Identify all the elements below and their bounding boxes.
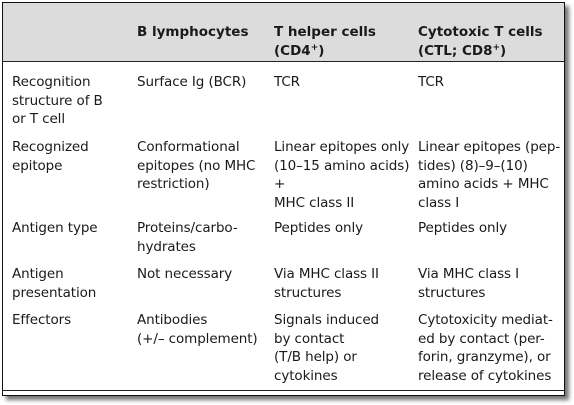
cell-th-antigen-presentation: Via MHC class II structures — [274, 266, 379, 301]
cell-b-antigen-presentation: Not necessary — [137, 266, 233, 282]
cell-ctl-antigen-type: Peptides only — [418, 220, 508, 236]
row-label-antigen-type: Antigen type — [12, 220, 98, 236]
row-label-recognition-structure: Recognition structure of B or T cell — [12, 74, 103, 127]
table-header — [3, 3, 564, 61]
header-t-helper-cells: T helper cells(CD4+) — [274, 24, 376, 59]
cell-b-recognized-epitope: Conformational epitopes (no MHC restrict… — [137, 139, 256, 192]
table-bottom-rule — [3, 390, 564, 391]
cell-th-recognition-structure: TCR — [274, 74, 300, 90]
header-b-lymphocytes: B lymphocytes — [137, 24, 249, 40]
cell-th-recognized-epitope: Linear epitopes only (10–15 amino acids)… — [274, 139, 410, 211]
cell-ctl-recognized-epitope: Linear epitopes (pep- tides) (8)–9–(10) … — [418, 139, 561, 211]
cell-b-antigen-type: Proteins/carbo- hydrates — [137, 220, 238, 255]
header-cytotoxic-t-cells: Cytotoxic T cells(CTL; CD8+) — [418, 24, 543, 59]
cell-th-antigen-type: Peptides only — [274, 220, 364, 236]
row-label-recognized-epitope: Recognized epitope — [12, 139, 89, 174]
cell-b-recognition-structure: Surface Ig (BCR) — [137, 74, 247, 90]
cell-ctl-recognition-structure: TCR — [418, 74, 444, 90]
cell-ctl-effectors: Cytotoxicity mediat- ed by contact (per-… — [418, 312, 553, 384]
cell-ctl-antigen-presentation: Via MHC class I structures — [418, 266, 520, 301]
cell-th-effectors: Signals induced by contact (T/B help) or… — [274, 312, 380, 384]
row-label-effectors: Effectors — [12, 312, 71, 328]
row-label-antigen-presentation: Antigen presentation — [12, 266, 97, 301]
header-divider — [3, 61, 564, 62]
cell-b-effectors: Antibodies (+/– complement) — [137, 312, 258, 347]
table-frame: B lymphocytes T helper cells(CD4+) Cytot… — [2, 2, 565, 396]
